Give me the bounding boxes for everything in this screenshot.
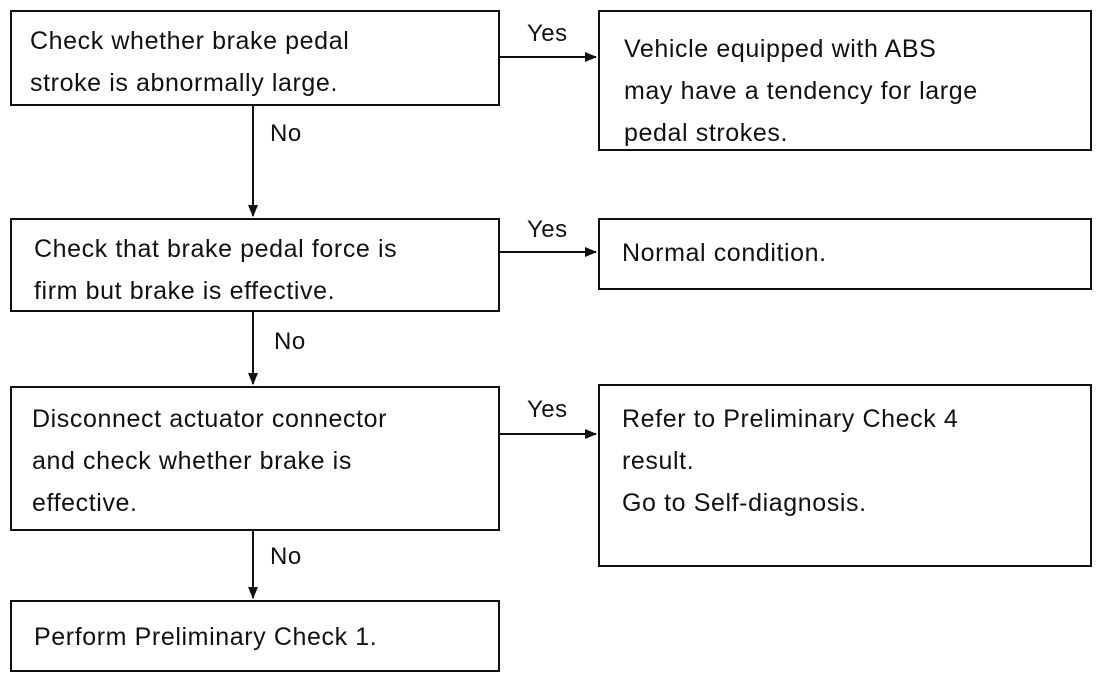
- yes-label-2: Yes: [527, 216, 568, 243]
- check-2-line-1: Check that brake pedal force is: [34, 235, 398, 263]
- final-line-1: Perform Preliminary Check 1.: [34, 623, 378, 651]
- final-box: Perform Preliminary Check 1.: [10, 600, 500, 672]
- result-box-1: Vehicle equipped with ABS may have a ten…: [598, 10, 1092, 151]
- result-3-line-1: Refer to Preliminary Check 4: [622, 405, 959, 433]
- no-label-3: No: [270, 543, 302, 570]
- check-box-2: Check that brake pedal force is firm but…: [10, 218, 500, 312]
- yes-label-3: Yes: [527, 396, 568, 423]
- check-1-line-1: Check whether brake pedal: [30, 27, 350, 55]
- result-3-line-2: result.: [622, 447, 695, 475]
- result-box-3: Refer to Preliminary Check 4 result. Go …: [598, 384, 1092, 567]
- yes-label-1: Yes: [527, 20, 568, 47]
- no-label-2: No: [274, 328, 306, 355]
- result-box-2: Normal condition.: [598, 218, 1092, 290]
- no-label-1: No: [270, 120, 302, 147]
- result-1-line-3: pedal strokes.: [624, 119, 789, 147]
- check-box-1: Check whether brake pedal stroke is abno…: [10, 10, 500, 106]
- result-1-line-1: Vehicle equipped with ABS: [624, 35, 937, 63]
- check-1-line-2: stroke is abnormally large.: [30, 69, 338, 97]
- check-3-line-3: effective.: [32, 489, 138, 517]
- result-3-line-3: Go to Self-diagnosis.: [622, 489, 867, 517]
- result-2-line-1: Normal condition.: [622, 239, 827, 267]
- check-2-line-2: firm but brake is effective.: [34, 277, 336, 305]
- check-3-line-1: Disconnect actuator connector: [32, 405, 388, 433]
- check-box-3: Disconnect actuator connector and check …: [10, 386, 500, 531]
- result-1-line-2: may have a tendency for large: [624, 77, 978, 105]
- check-3-line-2: and check whether brake is: [32, 447, 352, 475]
